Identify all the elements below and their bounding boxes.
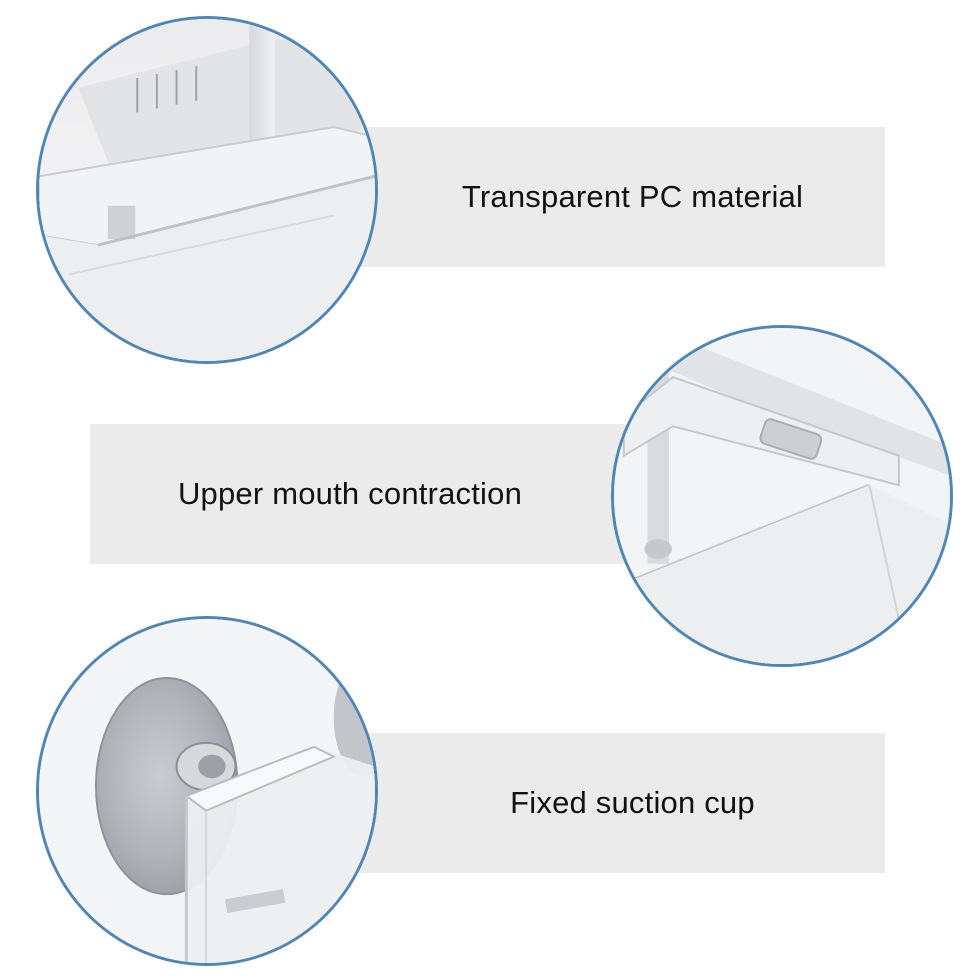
box-corner-illustration	[614, 328, 950, 664]
feature-label: Transparent PC material	[461, 179, 804, 214]
box-edge-illustration	[39, 19, 375, 361]
suction-cup-icon	[36, 616, 378, 966]
feature-band-suction-cup: Fixed suction cup	[330, 733, 885, 873]
suction-cup-illustration	[39, 619, 375, 963]
feature-band-upper-mouth: Upper mouth contraction	[90, 424, 650, 564]
box-corner-rim-icon	[611, 325, 953, 667]
feature-band-transparent-material: Transparent PC material	[330, 127, 885, 267]
feature-label: Fixed suction cup	[510, 785, 755, 820]
transparent-box-edge-icon	[36, 16, 378, 364]
feature-label: Upper mouth contraction	[177, 476, 523, 511]
